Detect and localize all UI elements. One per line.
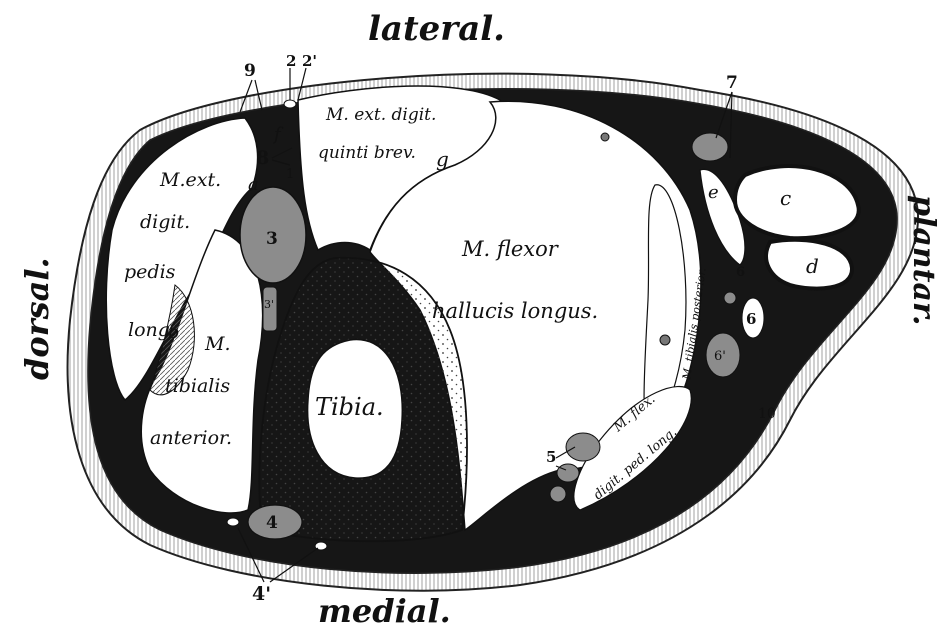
num-4prime: 4'	[252, 583, 271, 605]
num-7: 7	[726, 73, 738, 93]
letter-c: c	[780, 186, 791, 210]
label-ext-digit-3: pedis	[124, 261, 176, 283]
vessel-5c	[550, 486, 566, 502]
label-flexor-1: M. flexor	[461, 237, 560, 261]
label-tibia: Tibia.	[315, 393, 384, 421]
letter-b: b	[168, 322, 180, 343]
num-2: 2	[286, 52, 296, 70]
num-4: 4	[266, 513, 278, 533]
num-8: 8	[256, 147, 269, 169]
num-1: 1	[286, 167, 294, 182]
num-2prime: 2'	[302, 52, 317, 70]
vessel-5b	[557, 464, 579, 482]
letter-e: e	[708, 182, 719, 203]
num-6prime: 6'	[714, 349, 726, 364]
label-quinti-2: quinti brev.	[318, 143, 416, 163]
label-flexor-2: hallucis longus.	[432, 299, 598, 323]
vessel-small-a	[724, 292, 736, 304]
label-tibialis-ant-3: anterior.	[150, 427, 232, 449]
num-9: 9	[244, 61, 256, 81]
num-3: 3	[266, 229, 278, 249]
label-ext-digit-1: M.ext.	[159, 169, 221, 191]
label-lateral: lateral.	[368, 9, 505, 49]
label-medial: medial.	[318, 592, 451, 628]
label-tibialis-ant-2: tibialis	[165, 375, 230, 397]
opening-2	[284, 100, 296, 108]
label-ext-digit-2: digit.	[140, 211, 190, 233]
letter-d: d	[806, 254, 819, 278]
vessel-small-c	[601, 133, 609, 141]
vessel-7	[692, 133, 728, 161]
label-dorsal: dorsal.	[18, 257, 56, 380]
num-6-small: 6	[736, 265, 745, 280]
num-6: 6	[746, 310, 756, 328]
vessel-small-b	[660, 335, 670, 345]
vessel-5a	[566, 433, 600, 461]
label-plantar: plantar.	[906, 195, 941, 325]
label-tibialis-ant-1: M.	[204, 333, 231, 355]
num-5: 5	[546, 448, 556, 466]
opening-4prime-a	[227, 518, 239, 526]
num-3prime: 3'	[264, 298, 274, 311]
num-10: 10	[758, 406, 776, 422]
letter-a: a	[248, 174, 259, 195]
letter-g: g	[436, 147, 449, 171]
label-quinti-1: M. ext. digit.	[325, 105, 436, 125]
